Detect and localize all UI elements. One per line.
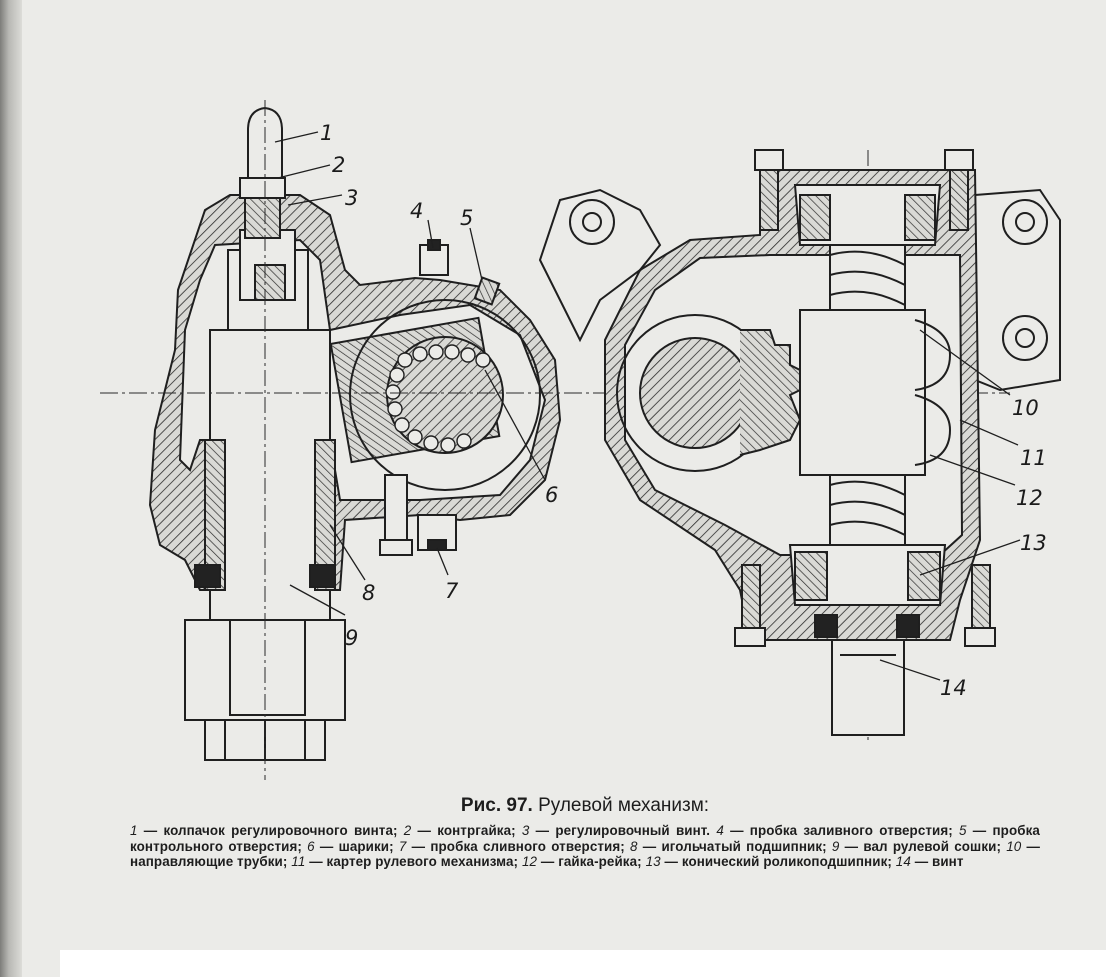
callout-2: 2 (332, 153, 345, 177)
legend-number: 4 (716, 823, 724, 838)
legend-number: 9 (831, 838, 840, 854)
legend-text: конический роликоподшипник; (681, 854, 892, 869)
callout-9: 9 (345, 626, 358, 650)
legend-text: регулировочный винт. (555, 823, 711, 838)
legend-number: 10 (1006, 838, 1022, 854)
legend-item: 5 — пробка контрольного отверстия; (130, 823, 1040, 854)
callout-6: 6 (545, 483, 558, 507)
figure-title: Рис. 97. Рулевой механизм: (130, 795, 1040, 817)
figure-legend: 1 — колпачок регулировочного винта; 2 — … (130, 823, 1040, 870)
legend-text: контргайка; (437, 823, 516, 838)
legend-number: 14 (895, 854, 911, 869)
callout-1: 1 (320, 121, 333, 145)
callout-13: 13 (1020, 531, 1047, 555)
callout-14: 14 (940, 676, 967, 700)
figure-number: Рис. 97. (460, 795, 533, 816)
legend-item: 3 — регулировочный винт. (521, 823, 711, 838)
callout-10: 10 (1012, 396, 1039, 420)
right-section-view (538, 149, 1061, 736)
callout-leaders (274, 131, 1021, 681)
legend-text: пробка сливного отверстия; (430, 838, 625, 854)
callout-4: 4 (410, 199, 423, 223)
legend-item: 10 — направляющие трубки; (130, 838, 1040, 870)
legend-text: гайка-рейка; (558, 854, 642, 869)
book-binding-shadow (0, 0, 22, 977)
legend-item: 8 — игольчатый подшипник; (630, 838, 827, 854)
legend-number: 7 (398, 838, 407, 854)
legend-number: 6 (307, 838, 315, 854)
callout-7: 7 (445, 579, 459, 603)
legend-item: 1 — колпачок регулировочного винта; (130, 823, 398, 838)
legend-text: пробка заливного отверстия; (749, 823, 953, 838)
callout-12: 12 (1016, 486, 1043, 510)
legend-item: 13 — конический роликоподшипник; (645, 854, 892, 869)
figure-title-text: Рулевой механизм: (538, 795, 710, 816)
callout-numbers: 1 2 3 4 5 6 7 8 9 10 11 12 13 14 (320, 121, 1047, 700)
legend-item: 7 — пробка сливного отверстия; (398, 838, 625, 854)
figure-caption: Рис. 97. Рулевой механизм: 1 — колпачок … (130, 795, 1040, 870)
legend-item: 2 — контргайка; (403, 823, 516, 838)
legend-text: вал рулевой сошки; (863, 838, 1002, 854)
legend-text: колпачок регулировочного винта; (163, 823, 398, 838)
legend-item: 6 — шарики; (307, 838, 394, 854)
legend-text: картер рулевого механизма; (326, 854, 519, 869)
legend-text: винт (932, 854, 964, 869)
legend-number: 2 (403, 823, 412, 838)
legend-number: 13 (645, 854, 661, 869)
legend-number: 12 (521, 854, 538, 869)
legend-number: 5 (959, 823, 967, 838)
callout-11: 11 (1020, 446, 1047, 470)
callout-3: 3 (345, 186, 358, 210)
legend-text: пробка контрольного отверстия; (130, 823, 1040, 854)
legend-item: 4 — пробка заливного отверстия; (716, 823, 953, 838)
legend-item: 12 — гайка-рейка; (521, 854, 642, 869)
legend-item: 11 — картер рулевого механизма; (291, 854, 519, 869)
legend-text: игольчатый подшипник; (661, 838, 827, 854)
legend-item: 14 — винт (895, 854, 964, 869)
legend-text: направляющие трубки; (130, 854, 288, 869)
legend-number: 8 (630, 838, 638, 854)
legend-text: шарики; (338, 838, 394, 854)
callout-8: 8 (362, 581, 375, 605)
left-section-view (148, 106, 562, 761)
callout-5: 5 (460, 206, 473, 230)
scan-edge (60, 950, 1106, 977)
legend-number: 3 (521, 823, 530, 838)
legend-number: 11 (291, 854, 306, 869)
legend-item: 9 — вал рулевой сошки; (831, 838, 1002, 854)
legend-number: 1 (130, 823, 138, 838)
